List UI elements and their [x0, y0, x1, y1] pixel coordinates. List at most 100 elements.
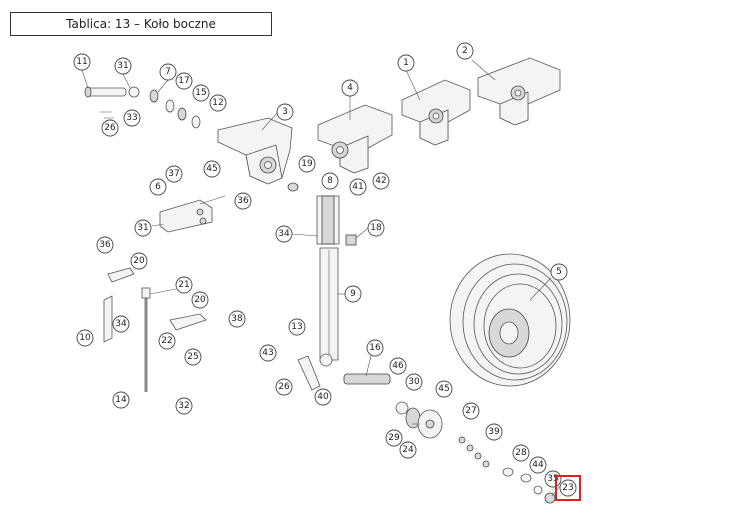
washer-part-31 — [128, 86, 140, 98]
seal-part-30 — [395, 401, 409, 415]
callout-31b: 31 — [134, 219, 152, 237]
callout-22: 22 — [158, 332, 176, 350]
svg-text:32: 32 — [178, 401, 189, 411]
svg-text:26: 26 — [104, 123, 116, 133]
svg-text:17: 17 — [178, 76, 189, 86]
svg-text:42: 42 — [375, 176, 386, 186]
post-part-8 — [316, 195, 340, 245]
svg-text:29: 29 — [388, 433, 400, 443]
bracket-part-6 — [159, 199, 213, 233]
callout-45: 45 — [203, 160, 221, 178]
bushing-part-15 — [177, 107, 187, 121]
svg-text:1: 1 — [403, 58, 409, 68]
rod-part-10 — [103, 295, 113, 343]
bushing-part-19 — [287, 182, 299, 192]
hub-part-24 — [417, 409, 443, 439]
callout-18: 18 — [367, 219, 385, 237]
svg-text:45: 45 — [438, 384, 449, 394]
nuts-part-27 — [458, 436, 490, 468]
svg-text:11: 11 — [76, 57, 87, 67]
bracket-part-20-top — [107, 267, 135, 283]
washer-part-35 — [533, 485, 543, 495]
svg-text:15: 15 — [195, 88, 206, 98]
svg-text:22: 22 — [161, 336, 172, 346]
svg-text:18: 18 — [370, 223, 382, 233]
svg-text:30: 30 — [408, 377, 420, 387]
callout-33: 33 — [123, 109, 141, 127]
svg-text:20: 20 — [133, 256, 145, 266]
svg-text:45: 45 — [206, 164, 217, 174]
svg-text:6: 6 — [155, 182, 161, 192]
callout-15: 15 — [192, 84, 210, 102]
callout-4: 4 — [341, 79, 359, 97]
svg-text:3: 3 — [282, 107, 288, 117]
svg-text:36: 36 — [99, 240, 111, 250]
bracket-part-4 — [317, 104, 393, 174]
callout-7: 7 — [159, 63, 177, 81]
callout-46: 46 — [389, 357, 407, 375]
svg-text:31: 31 — [117, 61, 128, 71]
svg-text:20: 20 — [194, 295, 206, 305]
svg-text:43: 43 — [262, 348, 273, 358]
washer-part-28 — [502, 467, 514, 477]
svg-text:37: 37 — [168, 169, 179, 179]
pins-part-26-33 — [100, 111, 114, 119]
callout-21: 21 — [175, 276, 193, 294]
svg-text:23: 23 — [562, 483, 573, 493]
svg-text:36: 36 — [237, 196, 249, 206]
svg-text:4: 4 — [347, 83, 353, 93]
callout-26: 26 — [101, 119, 119, 137]
svg-text:14: 14 — [115, 395, 127, 405]
svg-text:10: 10 — [79, 333, 91, 343]
svg-text:33: 33 — [126, 113, 137, 123]
svg-text:12: 12 — [212, 98, 223, 108]
callout-34b: 34 — [112, 315, 130, 333]
washer-part-17 — [165, 99, 175, 113]
callout-17: 17 — [175, 72, 193, 90]
svg-text:24: 24 — [402, 445, 414, 455]
svg-text:46: 46 — [392, 361, 404, 371]
svg-text:19: 19 — [301, 159, 313, 169]
svg-text:25: 25 — [187, 352, 198, 362]
bushing-part-7 — [149, 89, 159, 103]
svg-text:21: 21 — [178, 280, 189, 290]
bracket-part-20-mid — [169, 313, 207, 331]
callout-28: 28 — [512, 444, 530, 462]
callout-42: 42 — [372, 172, 390, 190]
callout-43: 43 — [259, 344, 277, 362]
svg-text:44: 44 — [532, 460, 544, 470]
svg-text:13: 13 — [291, 322, 302, 332]
callout-36b: 36 — [96, 236, 114, 254]
callout-30: 30 — [405, 373, 423, 391]
callout-36: 36 — [234, 192, 252, 210]
washer-part-12 — [191, 115, 201, 129]
callout-37: 37 — [165, 165, 183, 183]
callout-38: 38 — [228, 310, 246, 328]
callout-14: 14 — [112, 391, 130, 409]
callout-20b: 20 — [191, 291, 209, 309]
svg-text:8: 8 — [327, 176, 333, 186]
bracket-part-2 — [477, 57, 561, 126]
clamp-part-18 — [345, 234, 357, 246]
lever-part-13 — [297, 355, 321, 391]
callout-6: 6 — [149, 178, 167, 196]
callout-35: 35 — [544, 470, 562, 488]
callout-34: 34 — [275, 225, 293, 243]
bracket-part-3 — [217, 117, 293, 185]
callout-45b: 45 — [435, 380, 453, 398]
callout-5: 5 — [550, 263, 568, 281]
callout-3: 3 — [276, 103, 294, 121]
callout-16: 16 — [366, 339, 384, 357]
svg-text:5: 5 — [556, 267, 562, 277]
callout-13: 13 — [288, 318, 306, 336]
callout-41: 41 — [349, 178, 367, 196]
callout-23[interactable]: 23 — [559, 479, 577, 497]
svg-text:38: 38 — [231, 314, 243, 324]
callout-1: 1 — [397, 54, 415, 72]
svg-text:27: 27 — [465, 406, 476, 416]
callout-24: 24 — [399, 441, 417, 459]
leader-lines — [81, 59, 561, 497]
svg-text:34: 34 — [115, 319, 127, 329]
callout-39: 39 — [485, 423, 503, 441]
callout-20: 20 — [130, 252, 148, 270]
